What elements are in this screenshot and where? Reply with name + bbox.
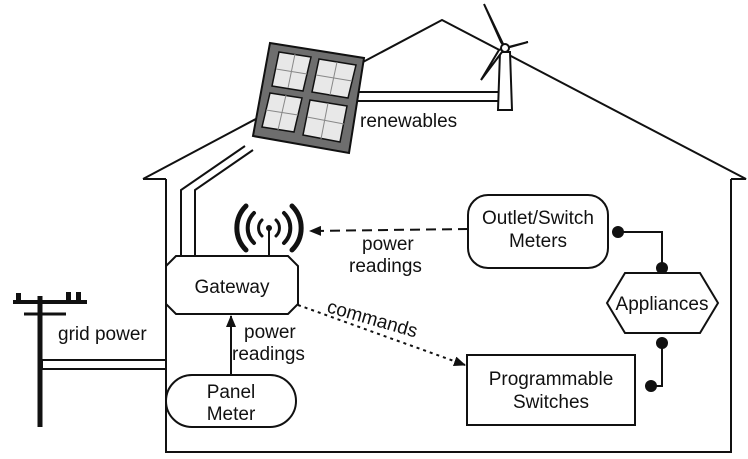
outlet-meters-label-line1: Outlet/Switch bbox=[482, 208, 594, 229]
panel-to-gateway-cable bbox=[180, 145, 254, 256]
renewables-cable bbox=[346, 91, 502, 102]
programmable-switches-node bbox=[466, 354, 636, 426]
gateway-node bbox=[165, 255, 299, 315]
panel-meter-label-line1: Panel bbox=[207, 382, 256, 403]
programmable-label-line2: Switches bbox=[513, 392, 589, 413]
renewables-label: renewables bbox=[360, 111, 457, 132]
power-readings-bottom-label-line2: readings bbox=[232, 344, 305, 365]
solar-panel-icon bbox=[251, 41, 366, 155]
wind-turbine-icon bbox=[480, 3, 529, 111]
appliances-label: Appliances bbox=[616, 294, 709, 315]
power-readings-bottom-label-line1: power bbox=[244, 322, 296, 343]
panel-meter-label-line2: Meter bbox=[207, 404, 256, 425]
connector-dots bbox=[612, 226, 668, 392]
grid-power-label: grid power bbox=[58, 324, 147, 345]
outlet-switch-meters-node bbox=[467, 194, 609, 269]
gateway-label: Gateway bbox=[195, 277, 270, 298]
power-readings-top-label-line1: power bbox=[362, 234, 414, 255]
commands-label: commands bbox=[325, 297, 420, 343]
grid-cable bbox=[41, 359, 166, 370]
commands-arrow bbox=[297, 304, 466, 366]
outlet-meters-label-line2: Meters bbox=[509, 231, 567, 252]
programmable-label-line1: Programmable bbox=[489, 369, 614, 390]
wireless-signal-icon bbox=[234, 203, 304, 267]
utility-pole-icon bbox=[13, 292, 87, 427]
power-readings-top-arrow bbox=[309, 225, 469, 236]
appliances-node bbox=[605, 272, 720, 334]
power-readings-top-label-line2: readings bbox=[349, 256, 422, 277]
